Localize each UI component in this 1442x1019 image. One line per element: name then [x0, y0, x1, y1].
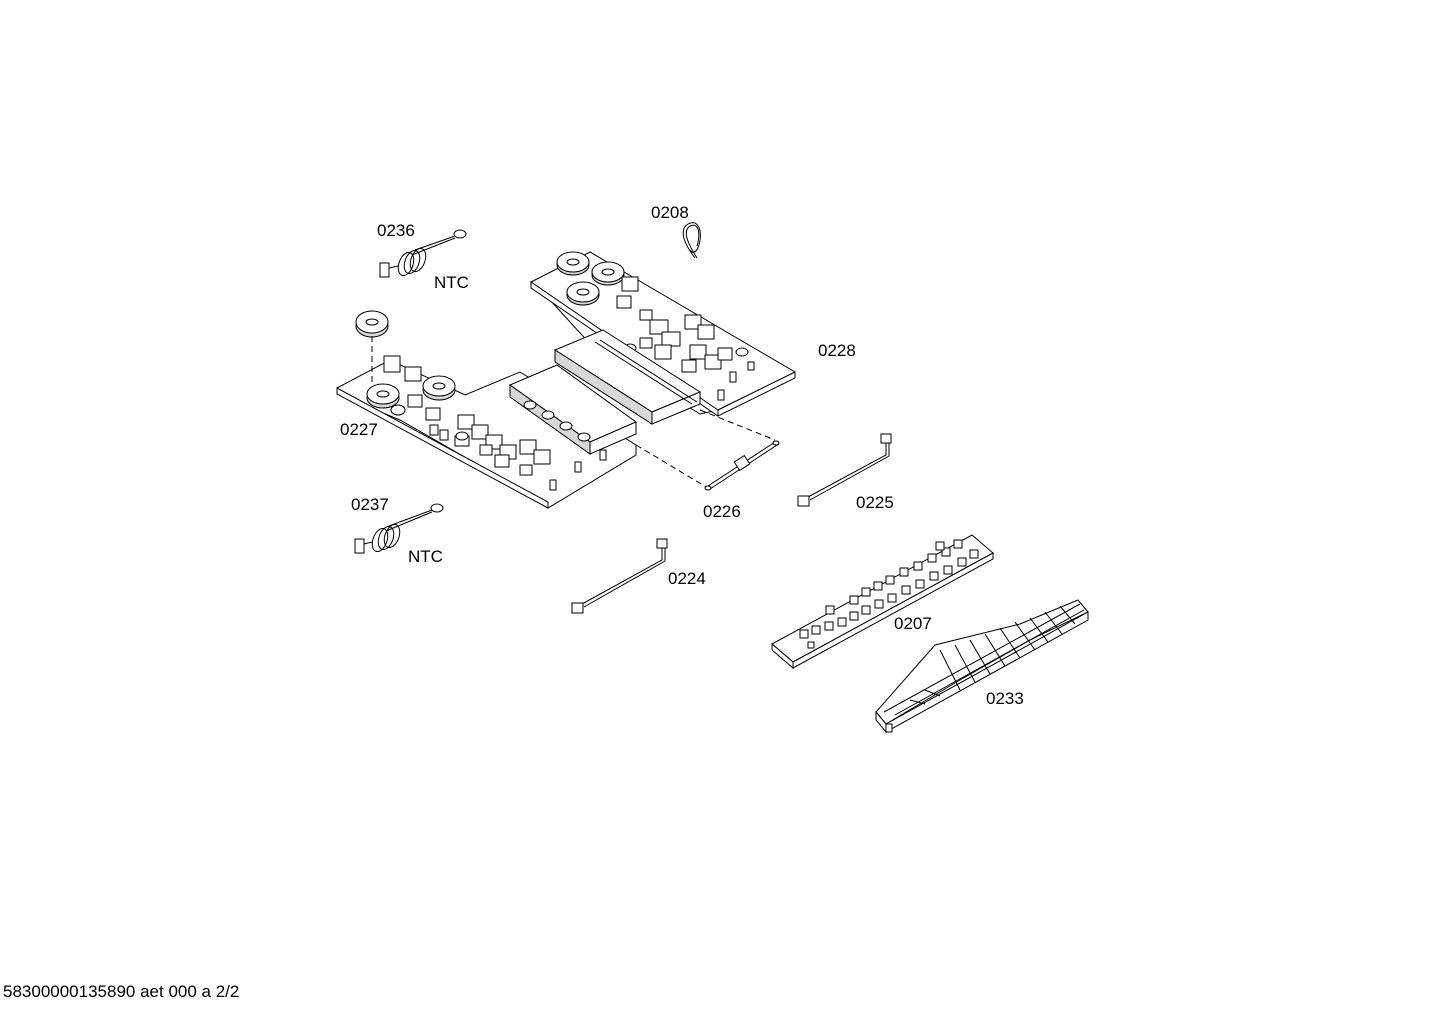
part-0225-ribbon-cable[interactable]: [797, 433, 892, 507]
label-ntc-top: NTC: [434, 273, 469, 292]
label-0237: 0237: [351, 495, 389, 514]
label-ntc-bottom: NTC: [408, 547, 443, 566]
label-0233: 0233: [986, 689, 1024, 708]
part-0208-wire-clip[interactable]: [682, 222, 701, 259]
part-0224-ribbon-cable[interactable]: [571, 538, 668, 614]
alignment-line: [635, 444, 709, 489]
label-0208: 0208: [651, 203, 689, 222]
label-0228: 0228: [818, 341, 856, 360]
document-id-footer: 58300000135890 aet 000 a 2/2: [3, 982, 240, 1001]
label-0207: 0207: [894, 614, 932, 633]
label-0226: 0226: [703, 502, 741, 521]
part-0237-ntc-sensor[interactable]: [354, 503, 444, 554]
part-0236-ntc-sensor[interactable]: [379, 229, 467, 278]
label-0225: 0225: [856, 493, 894, 512]
part-0233-carrier-frame[interactable]: [875, 599, 1089, 734]
part-0207-control-board[interactable]: [771, 534, 994, 670]
label-0227: 0227: [340, 420, 378, 439]
label-0224: 0224: [668, 569, 706, 588]
part-0226-ferrite-cable[interactable]: [704, 440, 780, 491]
part-0228-power-board[interactable]: [530, 251, 797, 425]
part-0227-power-board[interactable]: [336, 310, 638, 509]
alignment-line: [699, 409, 776, 441]
label-0236: 0236: [377, 221, 415, 240]
